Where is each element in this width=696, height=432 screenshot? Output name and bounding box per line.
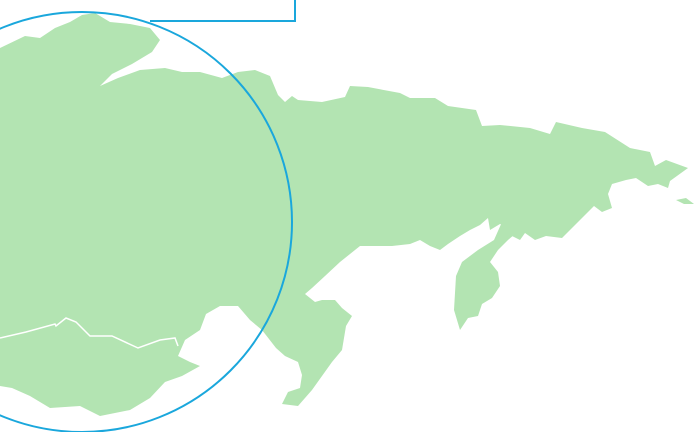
callout-rectangle[interactable] <box>150 0 296 22</box>
landmass-shape[interactable] <box>0 13 688 416</box>
border-line <box>0 317 179 349</box>
peninsula-shape[interactable] <box>454 212 522 330</box>
circle-highlight[interactable] <box>0 11 293 432</box>
island-shape[interactable] <box>676 198 694 204</box>
